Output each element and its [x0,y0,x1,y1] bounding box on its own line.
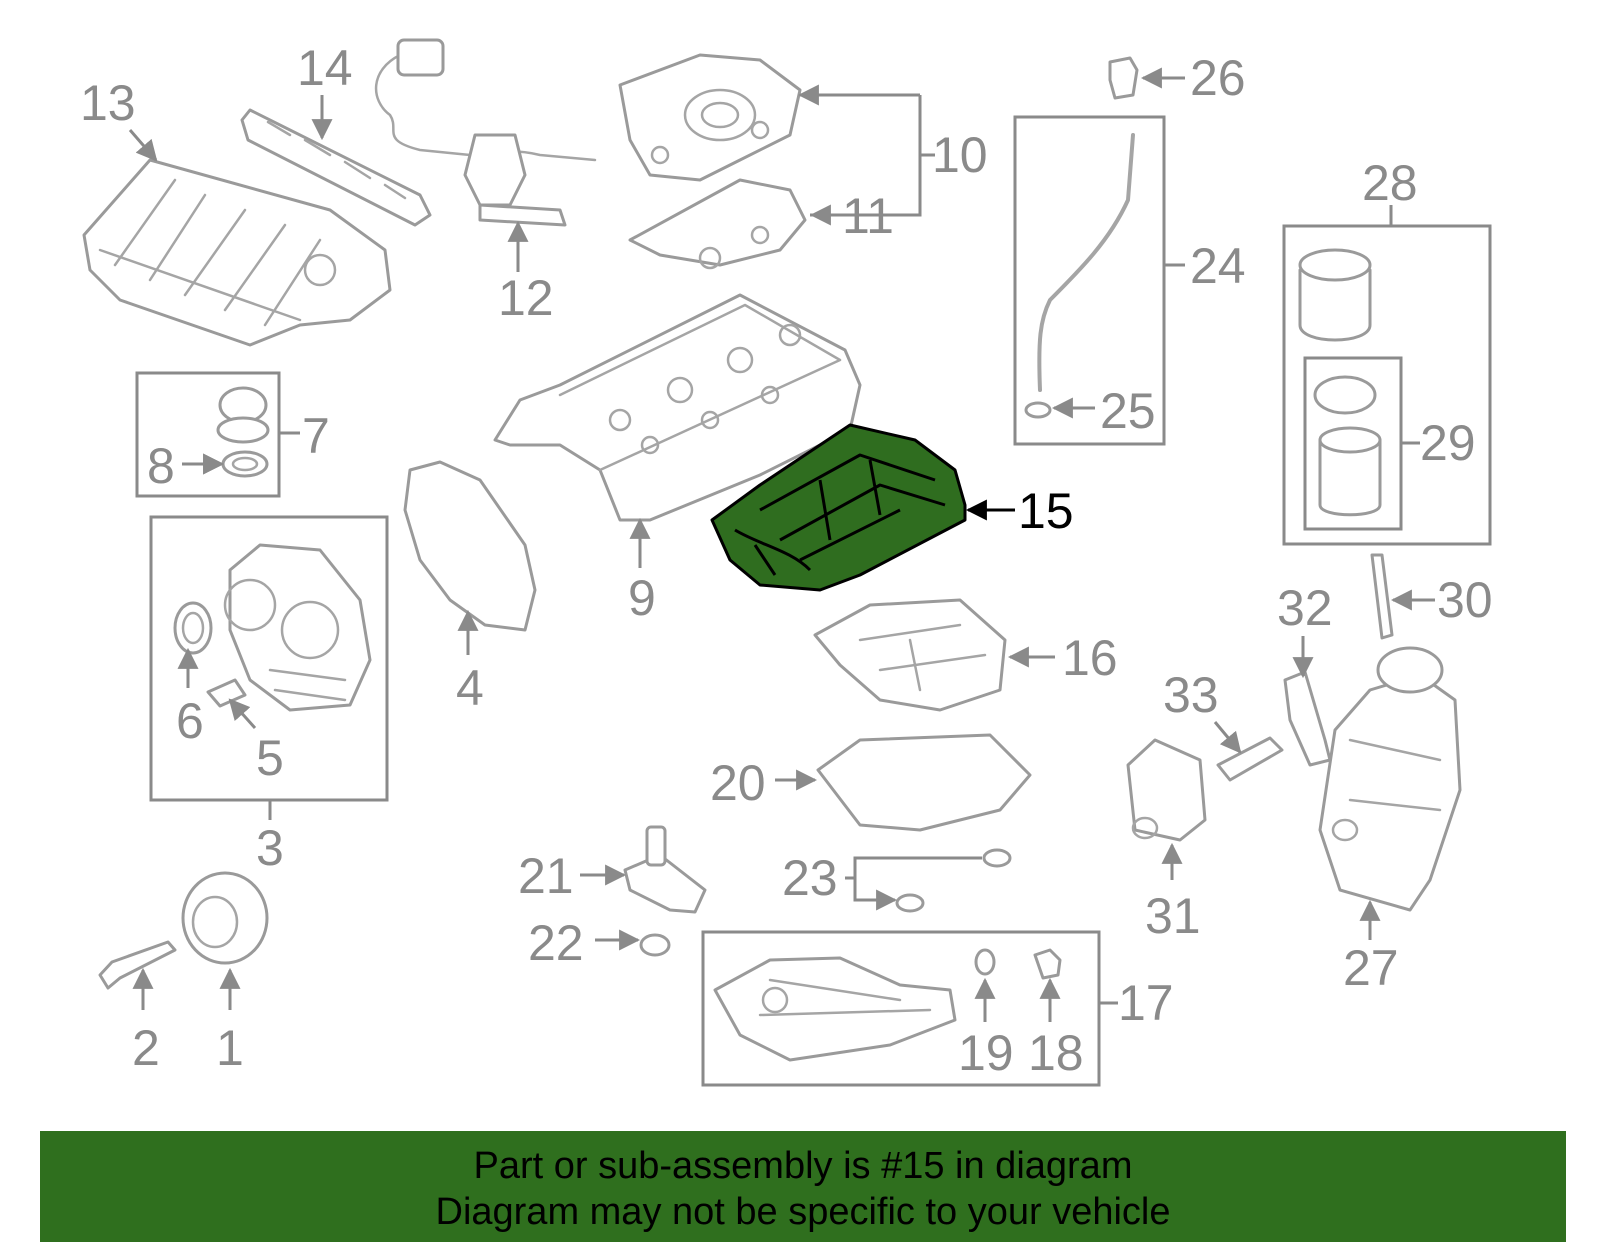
label-32: 32 [1277,580,1333,636]
label-33: 33 [1163,667,1219,723]
box-17 [701,930,1101,1087]
part-20-gasket [816,733,1032,832]
label-16: 16 [1062,630,1118,686]
label-9: 9 [628,570,656,626]
part-18-drain-bolt [1033,948,1062,980]
box-29 [1303,356,1403,531]
label-6: 6 [176,693,204,749]
part-21-oil-level-sensor [623,825,707,914]
part-28-filter-cap [1298,248,1372,342]
label-3: 3 [256,820,284,876]
part-01-pulley [181,871,269,965]
box-28 [1282,224,1492,546]
part-15-upper-oil-pan-highlighted [710,423,967,592]
part-08-seal [221,450,269,478]
part-27-filter-housing [1318,646,1462,912]
part-12-pcv-hose [374,38,597,227]
label-26: 26 [1190,50,1246,106]
label-13: 13 [80,75,136,131]
label-30: 30 [1437,572,1493,628]
part-03-timing-cover [223,543,372,712]
part-24-dipstick-tube [1037,133,1135,392]
part-23-o-rings [895,848,1012,913]
label-7: 7 [302,408,330,464]
label-19: 19 [958,1025,1014,1081]
label-8: 8 [147,438,175,494]
part-31-oil-cooler [1126,738,1207,842]
part-04-gasket [403,460,537,632]
label-23: 23 [782,850,838,906]
part-33-fitting [1216,736,1284,782]
label-28: 28 [1362,155,1418,211]
part-02-bolt [98,940,177,990]
part-16-baffle [813,598,1007,712]
label-15-highlighted: 15 [1018,483,1074,539]
label-25: 25 [1100,383,1156,439]
part-32-gasket [1283,670,1332,767]
part-30-bracket [1370,553,1394,640]
label-29: 29 [1420,415,1476,471]
part-14-gasket [240,108,432,227]
label-14: 14 [297,40,353,96]
part-05-sensor [206,678,247,708]
leader-lines [128,67,1435,1022]
part-25-o-ring [1024,401,1052,419]
notice-line-2: Diagram may not be specific to your vehi… [435,1191,1171,1233]
part-29-filter-element [1313,375,1382,517]
part-26-dipstick-handle [1108,56,1139,100]
label-11: 11 [842,188,894,244]
label-17: 17 [1118,975,1174,1031]
part-06-seal [173,601,213,655]
label-12: 12 [498,270,554,326]
label-5: 5 [256,730,284,786]
label-4: 4 [456,660,484,716]
part-11-gasket [628,178,807,270]
part-17-lower-oil-pan [713,956,957,1062]
label-27: 27 [1343,940,1399,996]
label-18: 18 [1028,1025,1084,1081]
label-10: 10 [932,127,988,183]
part-09-valve-cover [493,293,862,522]
notice-banner: Part or sub-assembly is #15 in diagram D… [40,1131,1566,1242]
part-22-drain-plug [639,933,671,957]
label-20: 20 [710,755,766,811]
label-2: 2 [132,1020,160,1076]
callout-labels: 13 14 12 10 11 26 24 25 28 29 7 8 15 9 4… [80,40,1493,1081]
part-07-oil-cap [216,386,270,444]
label-31: 31 [1145,888,1201,944]
part-13-intake-manifold [82,158,392,347]
label-21: 21 [518,848,574,904]
label-24: 24 [1190,238,1246,294]
label-22: 22 [528,915,584,971]
label-1: 1 [216,1020,244,1076]
notice-line-1: Part or sub-assembly is #15 in diagram [473,1145,1133,1187]
part-10-cover [618,53,802,182]
part-19-washer [974,948,996,976]
box-24-25 [1013,115,1166,446]
